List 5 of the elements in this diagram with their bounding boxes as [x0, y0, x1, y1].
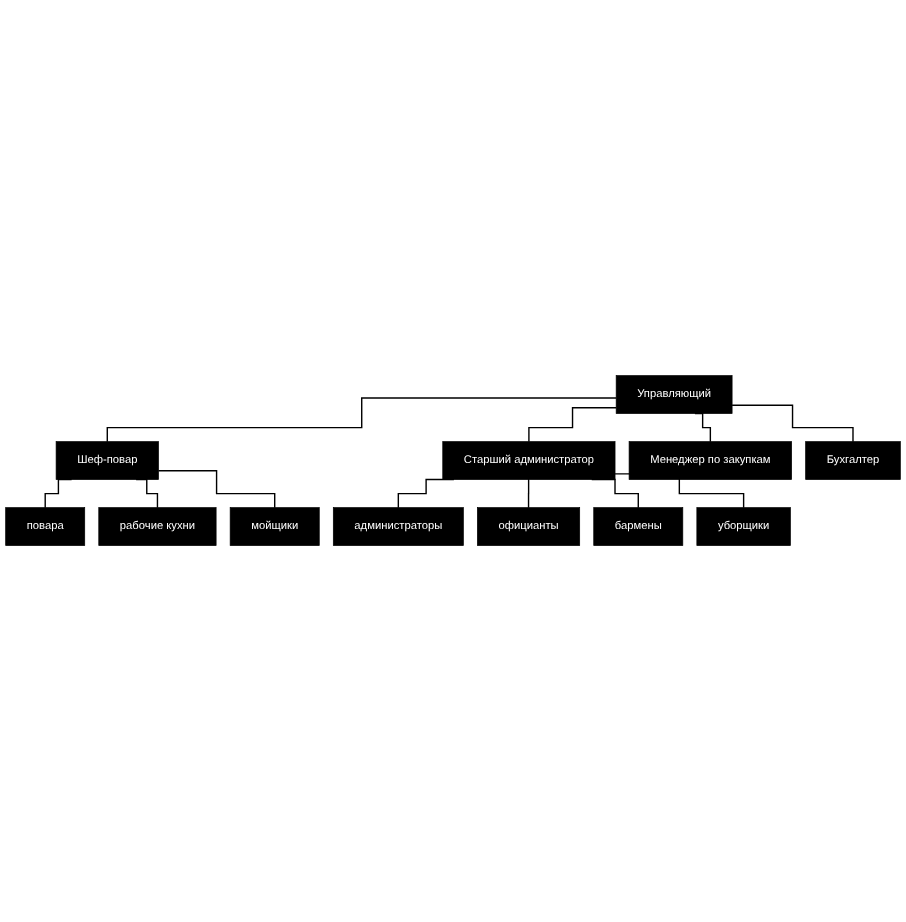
- connector: [106, 397, 617, 443]
- connector: [527, 479, 530, 509]
- connector: [157, 470, 276, 509]
- connector: [731, 405, 854, 443]
- connector: [528, 407, 617, 443]
